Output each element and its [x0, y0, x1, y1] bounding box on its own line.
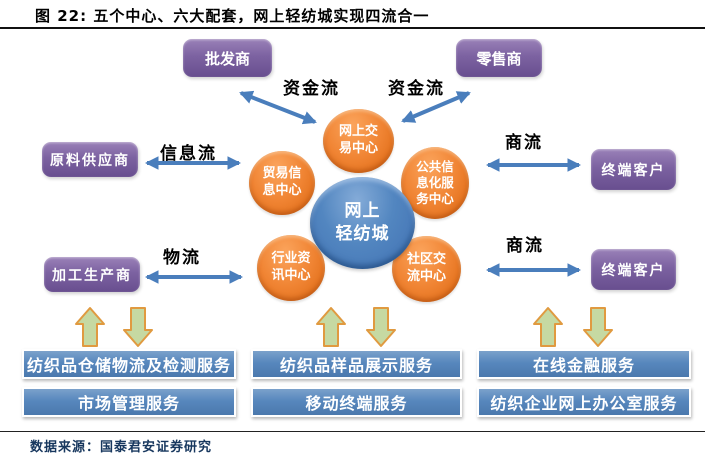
capital-flow-left-arrow — [239, 90, 317, 125]
figure-title: 图 22: 五个中心、六大配套，网上轻纺城实现四流合一 — [35, 7, 430, 25]
green-up-arrow-right — [533, 307, 563, 347]
title-divider — [0, 27, 705, 29]
service-online-office: 纺织企业网上办公室服务 — [477, 387, 691, 417]
flow-label-commerce-bottom: 商流 — [506, 236, 544, 256]
service-sample-display: 纺织品样品展示服务 — [251, 349, 462, 379]
flow-label-capital-left: 资金流 — [283, 79, 340, 99]
hub-online-textile-city: 网上 轻纺城 — [310, 177, 415, 269]
service-online-finance: 在线金融服务 — [477, 349, 691, 379]
center-online-trading: 网上交 易中心 — [323, 109, 394, 173]
service-mobile-terminal: 移动终端服务 — [251, 387, 462, 417]
entity-raw-material-supplier: 原料供应商 — [42, 142, 138, 177]
service-market-management: 市场管理服务 — [22, 387, 236, 417]
flow-label-capital-right: 资金流 — [388, 79, 445, 99]
flow-label-commerce-top: 商流 — [505, 133, 543, 153]
green-down-arrow-middle — [366, 307, 396, 347]
entity-wholesaler: 批发商 — [183, 39, 272, 77]
green-up-arrow-middle — [316, 307, 346, 347]
entity-end-customer-bottom: 终端客户 — [591, 249, 676, 290]
capital-flow-right-arrow — [401, 91, 471, 123]
center-industry-information: 行业资 讯中心 — [257, 235, 325, 301]
entity-end-customer-top: 终端客户 — [591, 149, 676, 190]
center-trade-information: 贸易信 息中心 — [249, 151, 315, 215]
green-up-arrow-left — [75, 307, 105, 347]
flow-label-logistics: 物流 — [163, 248, 201, 268]
green-down-arrow-left — [123, 307, 153, 347]
service-warehouse-logistics-inspection: 纺织品仓储物流及检测服务 — [22, 349, 236, 379]
center-public-information-service: 公共信 息化服 务中心 — [401, 147, 469, 219]
entity-manufacturer: 加工生产商 — [44, 257, 140, 292]
footer-divider — [0, 431, 705, 432]
green-down-arrow-right — [583, 307, 613, 347]
entity-retailer: 零售商 — [456, 39, 542, 77]
data-source: 数据来源：国泰君安证券研究 — [30, 440, 213, 455]
flow-label-information: 信息流 — [160, 144, 217, 164]
